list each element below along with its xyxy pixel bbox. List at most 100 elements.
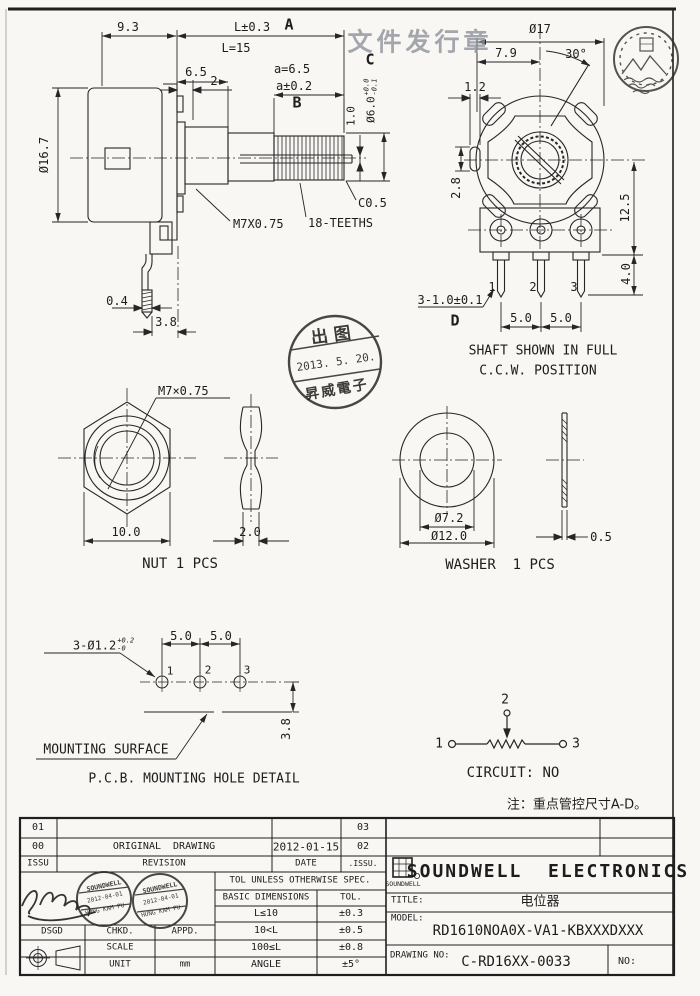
key-dim-a: A xyxy=(284,15,294,34)
dim-front-dia: Ø17 xyxy=(529,22,551,36)
side-view-linework xyxy=(70,83,366,338)
pcb-dim-hole-dia: 3-Ø1.2+0.2-0 xyxy=(72,636,135,652)
drawing-no-value: C-RD16XX-0033 xyxy=(461,954,571,970)
pcb-hole-label-3: 3 xyxy=(243,663,251,677)
circuit-linework xyxy=(447,709,568,750)
circuit-caption: CIRCUIT: NO xyxy=(466,765,560,781)
pcb-dim-offset: 3.8 xyxy=(279,718,293,740)
shaft-length-value: L=15 xyxy=(221,41,251,55)
signature xyxy=(21,890,96,922)
col-revision: REVISION xyxy=(142,858,186,869)
col-issu: ISSU xyxy=(27,858,49,869)
dim-tab-width: 1.2 xyxy=(464,80,486,94)
pin-label-1: 1 xyxy=(488,280,496,294)
circuit-pin-left: 1 xyxy=(435,736,443,752)
brand-name: SOUNDWELL ELECTRONICS xyxy=(406,861,690,882)
dim-pin-pitch-left: 5.0 xyxy=(510,311,532,325)
logo-text: SOUNDWELL xyxy=(385,879,421,888)
unit-value: mm xyxy=(179,959,191,970)
col-date: DATE xyxy=(295,858,317,869)
tol-row2-value: ±0.5 xyxy=(338,925,364,936)
dim-tab-height: 2.8 xyxy=(449,177,463,199)
side-view-dimensions xyxy=(52,30,390,336)
rev-row2-date: 2012-01-15 xyxy=(272,840,340,854)
circuit-pin-right: 3 xyxy=(572,736,580,752)
corner-emblem-stamp xyxy=(613,26,679,95)
washer-view-dimensions xyxy=(399,470,588,548)
dim-center-offset: 7.9 xyxy=(495,46,517,60)
nut-view-linework xyxy=(58,388,278,528)
pcb-detail-dimensions xyxy=(36,638,299,760)
thread-label: M7X0.75 xyxy=(233,217,284,231)
front-view-linework xyxy=(464,26,645,299)
washer-caption: WASHER 1 PCS xyxy=(445,557,555,573)
dim-shaft-dia: Ø6.0+0.0-0.1 xyxy=(362,78,379,123)
unit-label: UNIT xyxy=(109,959,131,970)
front-view-dimensions xyxy=(418,38,643,332)
tol-col-tol: TOL. xyxy=(340,892,362,903)
shaft-caption-line1: SHAFT SHOWN IN FULL xyxy=(468,343,618,359)
rev-row2-issu: 00 xyxy=(31,841,45,852)
nut-view-dimensions xyxy=(83,397,289,546)
rev-row2-desc: ORIGINAL DRAWING xyxy=(112,841,216,852)
tol-header: TOL UNLESS OTHERWISE SPEC. xyxy=(229,875,371,886)
nut-caption: NUT 1 PCS xyxy=(142,556,218,572)
washer-view-linework xyxy=(392,406,584,514)
title-value: 电位器 xyxy=(520,894,560,910)
scale-label: SCALE xyxy=(106,942,134,953)
title-block-grid xyxy=(18,816,676,977)
pcb-dim-pitch-left: 5.0 xyxy=(170,629,192,643)
dim-depth: 9.3 xyxy=(117,20,139,34)
dim-slot-angle: 30° xyxy=(565,47,587,61)
dim-knurl-length: a±0.2 xyxy=(275,79,313,93)
pin-label-3: 3 xyxy=(570,280,578,294)
dim-center-to-pin: 12.5 xyxy=(618,193,632,223)
dim-flange: 2 xyxy=(210,74,218,88)
dim-slot-width: 1.0 xyxy=(344,106,358,126)
pcb-hole-label-1: 1 xyxy=(166,664,174,678)
no-label: NO: xyxy=(618,956,637,967)
washer-dim-thickness: 0.5 xyxy=(590,530,612,544)
circuit-pin-top: 2 xyxy=(501,692,509,708)
appd-label: APPD. xyxy=(171,926,199,937)
pcb-hole-label-2: 2 xyxy=(204,663,212,677)
dim-bushing-length: 6.5 xyxy=(185,65,207,79)
pcb-dim-pitch-right: 5.0 xyxy=(210,629,232,643)
tol-row3-range: 100≤L xyxy=(250,942,282,953)
pcb-detail-linework xyxy=(140,672,300,713)
control-dims-note: 注：重点管控尺寸A-D。 xyxy=(506,797,648,813)
nut-dim-across-flats: 10.0 xyxy=(111,525,141,539)
projection-symbol-icon xyxy=(26,945,81,971)
dim-pin-width: 3-1.0±0.1 xyxy=(417,293,483,307)
col-issu2: .ISSU. xyxy=(348,859,378,868)
tol-row4-value: ±5° xyxy=(341,959,361,970)
mounting-surface-label: MOUNTING SURFACE xyxy=(43,742,169,758)
shaft-caption-line2: C.C.W. POSITION xyxy=(479,363,597,379)
dim-pin-length: 4.0 xyxy=(619,263,633,285)
key-dim-b: B xyxy=(292,93,302,112)
nut-dim-thickness: 2.0 xyxy=(239,525,261,539)
chamfer-label: C0.5 xyxy=(358,196,387,210)
nut-thread-label: M7×0.75 xyxy=(158,384,209,398)
washer-dim-hole: Ø7.2 xyxy=(434,511,464,525)
model-label: MODEL: xyxy=(391,913,424,924)
sheet-border xyxy=(5,7,676,975)
dim-body-dia: Ø16.7 xyxy=(37,136,51,174)
dim-shaft-length: L±0.3 xyxy=(233,20,271,34)
tol-row2-range: 10<L xyxy=(253,925,279,936)
dim-pin-pitch-right: 5.0 xyxy=(550,311,572,325)
drawing-no-label: DRAWING NO: xyxy=(390,950,450,961)
key-dim-d: D xyxy=(450,311,460,330)
dim-pin-to-face: 3.8 xyxy=(155,315,177,329)
pcb-caption: P.C.B. MOUNTING HOLE DETAIL xyxy=(88,771,300,787)
key-dim-c: C xyxy=(365,50,375,69)
approval-stamp-shapes xyxy=(76,871,188,929)
tol-row4-range: ANGLE xyxy=(250,959,282,970)
tol-row3-value: ±0.8 xyxy=(338,942,364,953)
tol-row1-range: L≤10 xyxy=(253,908,279,919)
teeth-label: 18-TEETHS xyxy=(308,216,374,230)
release-stamp xyxy=(287,314,383,410)
tol-row1-value: ±0.3 xyxy=(338,908,364,919)
